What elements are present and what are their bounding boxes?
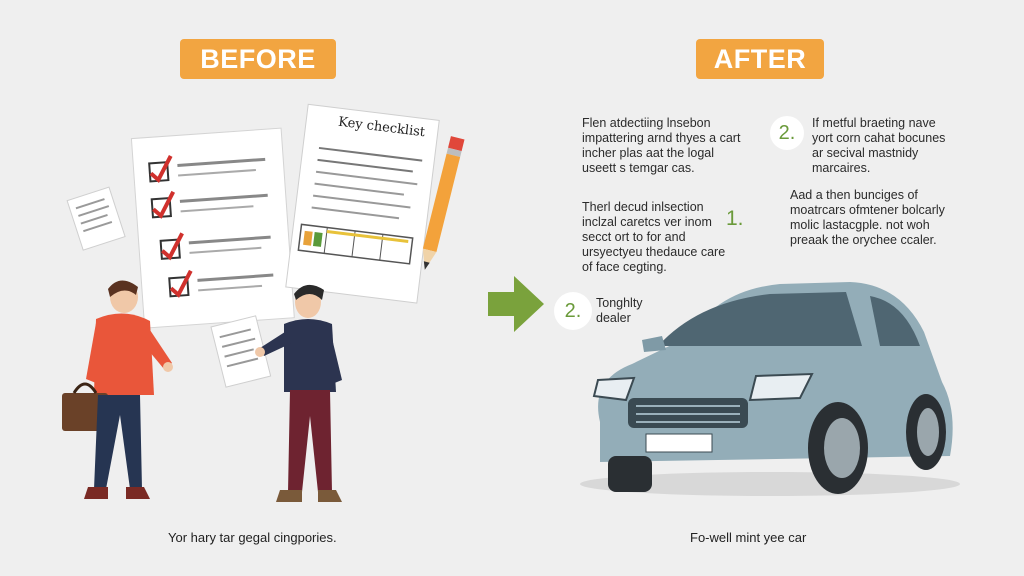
- key-checklist-page: [285, 103, 440, 304]
- after-note-5: Aad a then bunciges of moatrcars ofmtene…: [790, 188, 945, 247]
- check-icon-3: [159, 232, 184, 261]
- after-badge: AFTER: [696, 39, 824, 79]
- after-note-3: Therl decud inlsection inclzal caretcs v…: [582, 200, 726, 274]
- person-dealer: [255, 284, 342, 502]
- before-caption: Yor hary tar gegal cingpories.: [168, 530, 337, 545]
- after-note-2: If metful braeting nave yort corn cahat …: [812, 116, 946, 175]
- before-badge: BEFORE: [180, 39, 336, 79]
- check-icon-4: [168, 269, 193, 298]
- after-note-1: Flen atdectiing lnsebon impattering arnd…: [582, 116, 741, 175]
- after-note-4-number: 1.: [726, 207, 744, 230]
- after-note-6: Tonghlty dealer: [596, 296, 643, 325]
- person-with-briefcase: [62, 280, 173, 499]
- after-note-2-number: 2.: [770, 116, 804, 150]
- after-note-6-number: 2.: [554, 292, 592, 330]
- loose-paper-icon: [210, 315, 272, 388]
- checklist-page: [130, 127, 295, 329]
- car-illustration: [580, 282, 960, 496]
- check-icon-2: [150, 190, 176, 219]
- arrow-right-icon: [488, 276, 544, 332]
- pencil-icon: [422, 136, 465, 270]
- after-caption: Fo-well mint yee car: [690, 530, 807, 545]
- check-icon-1: [148, 154, 173, 184]
- small-document-icon: [66, 186, 126, 251]
